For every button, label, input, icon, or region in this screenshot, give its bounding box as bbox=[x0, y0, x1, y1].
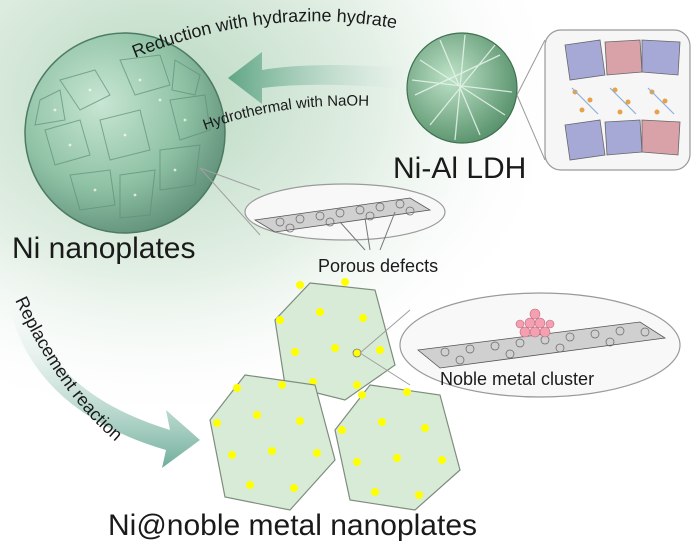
hexagon-plate-left bbox=[209, 374, 336, 511]
replacement-arrow bbox=[8, 290, 200, 468]
highlighted-particle bbox=[352, 348, 362, 358]
noble-metal-cluster-callout bbox=[359, 292, 681, 398]
reduction-arrow bbox=[228, 52, 432, 104]
hexagon-plate-right bbox=[334, 384, 461, 511]
product-label: Ni@noble metal nanoplates bbox=[108, 509, 477, 542]
porous-defects-callout bbox=[199, 167, 446, 251]
ldh-layer-structure bbox=[564, 39, 681, 161]
ni-nanoplate-sphere bbox=[24, 32, 226, 234]
porous-defects-label: Porous defects bbox=[318, 256, 438, 276]
noble-metal-cluster-label: Noble metal cluster bbox=[440, 369, 594, 389]
porous-graphene-sheet bbox=[253, 197, 432, 233]
noble-metal-cluster bbox=[515, 308, 555, 338]
hexagon-plate-top bbox=[274, 278, 396, 401]
ni-al-ldh-ball bbox=[406, 32, 518, 144]
ldh-structure-callout bbox=[516, 29, 691, 171]
ni-nanoplates-label: Ni nanoplates bbox=[12, 232, 195, 265]
ni-al-ldh-label: Ni-Al LDH bbox=[393, 152, 526, 185]
